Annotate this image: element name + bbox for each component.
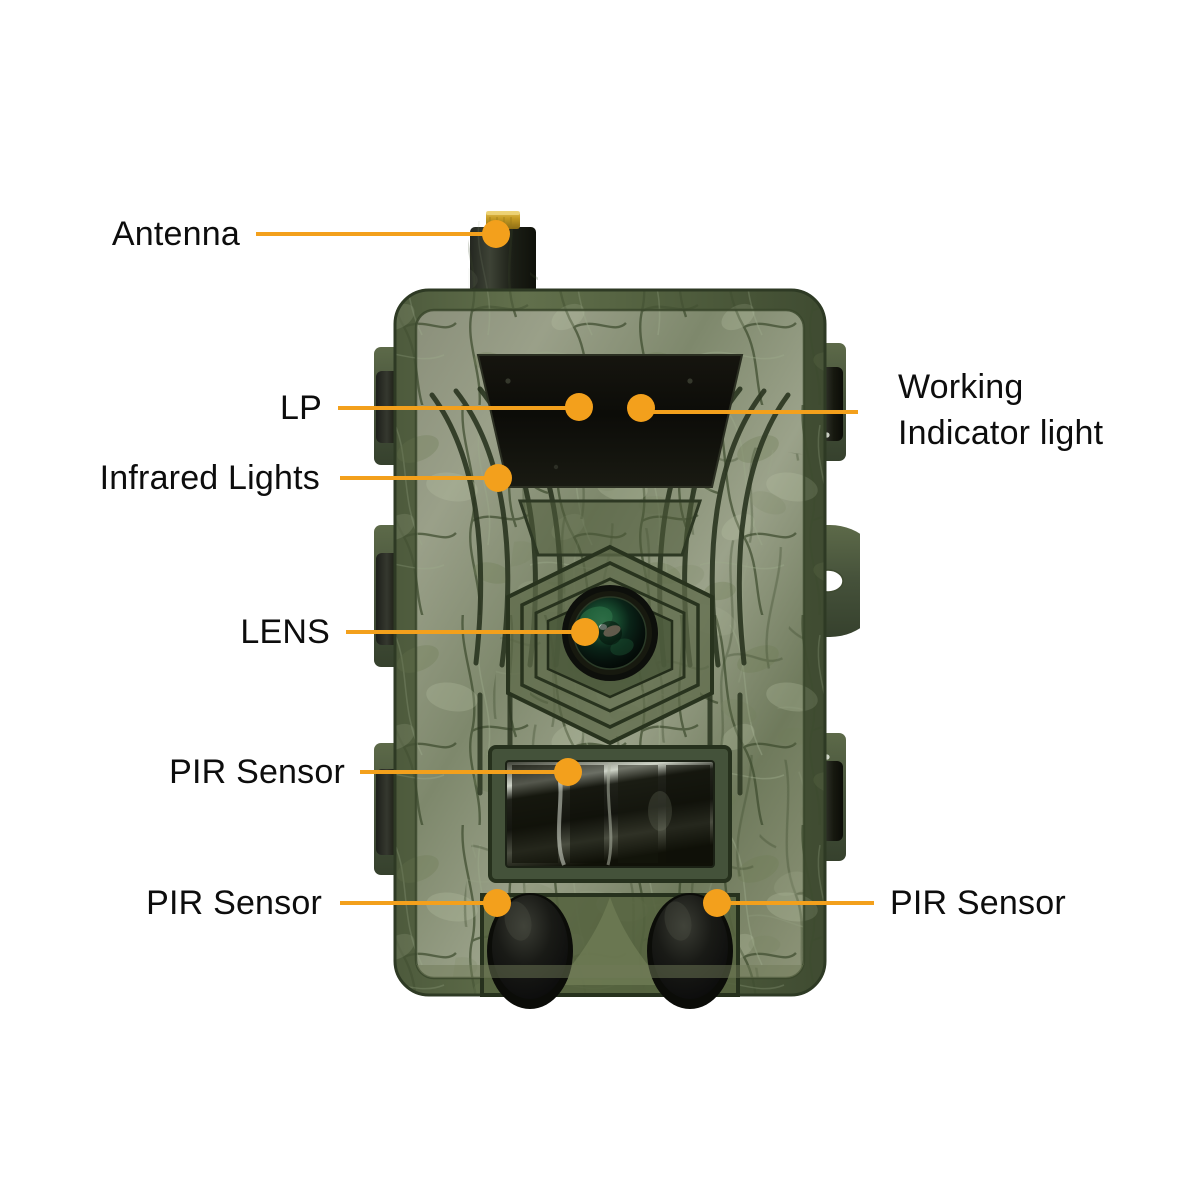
callout-dot-antenna[interactable]	[482, 220, 510, 248]
leader-line-working-indicator-light	[640, 410, 858, 414]
leader-line-infrared-lights	[340, 476, 500, 480]
callout-dot-lp[interactable]	[565, 393, 593, 421]
callout-label-pir-sensor-left: PIR Sensor	[146, 883, 322, 923]
status-light-strip	[517, 499, 703, 557]
bottom-pir-housing	[480, 893, 740, 1009]
leader-line-pir-sensor-middle	[360, 770, 570, 774]
callout-label-working-indicator-light: Working Indicator light	[898, 364, 1178, 456]
leader-line-pir-sensor-right	[717, 901, 874, 905]
leader-line-pir-sensor-left	[340, 901, 499, 905]
callout-dot-working-indicator-light[interactable]	[627, 394, 655, 422]
callout-dot-pir-sensor-middle[interactable]	[554, 758, 582, 786]
lp-label-text: LP	[280, 389, 322, 427]
leader-line-antenna	[256, 232, 497, 236]
callout-dot-pir-sensor-right[interactable]	[703, 889, 731, 917]
callout-label-lens: LENS	[240, 612, 330, 652]
callout-label-lp: LP	[280, 388, 322, 428]
leader-line-lens	[346, 630, 586, 634]
pir-sensor-left-label-text: PIR Sensor	[146, 884, 322, 922]
working-indicator-label-line1: Working	[898, 368, 1024, 406]
trail-camera-illustration	[360, 195, 860, 1010]
callout-label-pir-sensor-middle: PIR Sensor	[169, 752, 345, 792]
callout-label-infrared-lights: Infrared Lights	[100, 458, 320, 498]
working-indicator-label-line2: Indicator light	[898, 414, 1104, 452]
infrared-lights-label-text: Infrared Lights	[99, 459, 320, 497]
pir-sensor-middle-label-text: PIR Sensor	[169, 753, 345, 791]
callout-label-pir-sensor-right: PIR Sensor	[890, 883, 1066, 923]
callout-dot-pir-sensor-left[interactable]	[483, 889, 511, 917]
leader-line-lp	[338, 406, 580, 410]
callout-dot-lens[interactable]	[571, 618, 599, 646]
callout-label-antenna: Antenna	[112, 214, 240, 254]
infrared-led-panel	[476, 354, 744, 488]
pir-sensor-window	[488, 745, 732, 883]
antenna-label-text: Antenna	[111, 215, 240, 253]
lens-label-text: LENS	[240, 613, 330, 651]
callout-dot-infrared-lights[interactable]	[484, 464, 512, 492]
pir-sensor-right-label-text: PIR Sensor	[890, 884, 1066, 922]
antenna-stub	[468, 211, 538, 301]
